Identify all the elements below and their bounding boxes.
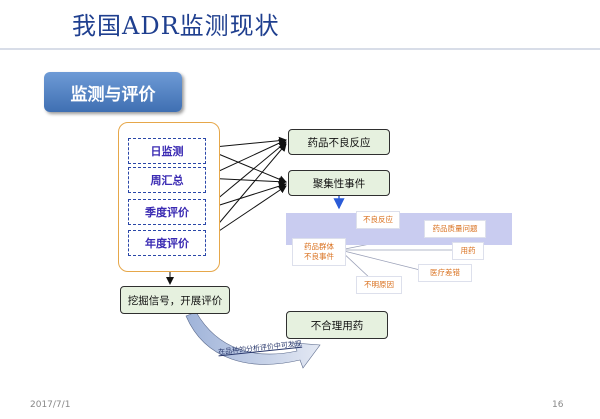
cluster-item: 药品质量问题	[424, 220, 486, 238]
cluster-item: 不良反应	[356, 211, 400, 229]
curved-arrow	[185, 311, 321, 369]
irrational-box: 不合理用药	[286, 311, 388, 339]
cluster-box: 聚集性事件	[288, 170, 390, 196]
period-weekly: 周汇总	[128, 167, 206, 193]
title-divider	[0, 48, 600, 50]
period-quarterly: 季度评价	[128, 199, 206, 225]
period-daily: 日监测	[128, 138, 206, 164]
section-label: 监测与评价	[44, 72, 182, 112]
footer-date: 2017/7/1	[30, 400, 71, 410]
mining-box: 挖掘信号，开展评价	[120, 286, 230, 314]
adr-box: 药品不良反应	[288, 129, 390, 155]
cluster-item: 医疗差错	[418, 264, 472, 282]
period-annual: 年度评价	[128, 230, 206, 256]
cluster-item: 用药	[452, 242, 484, 260]
cluster-item: 不明原因	[356, 276, 402, 294]
footer-page-number: 16	[552, 400, 564, 410]
cluster-center-label: 药品群体 不良事件	[292, 238, 346, 266]
page-title: 我国ADR监测现状	[72, 12, 280, 40]
